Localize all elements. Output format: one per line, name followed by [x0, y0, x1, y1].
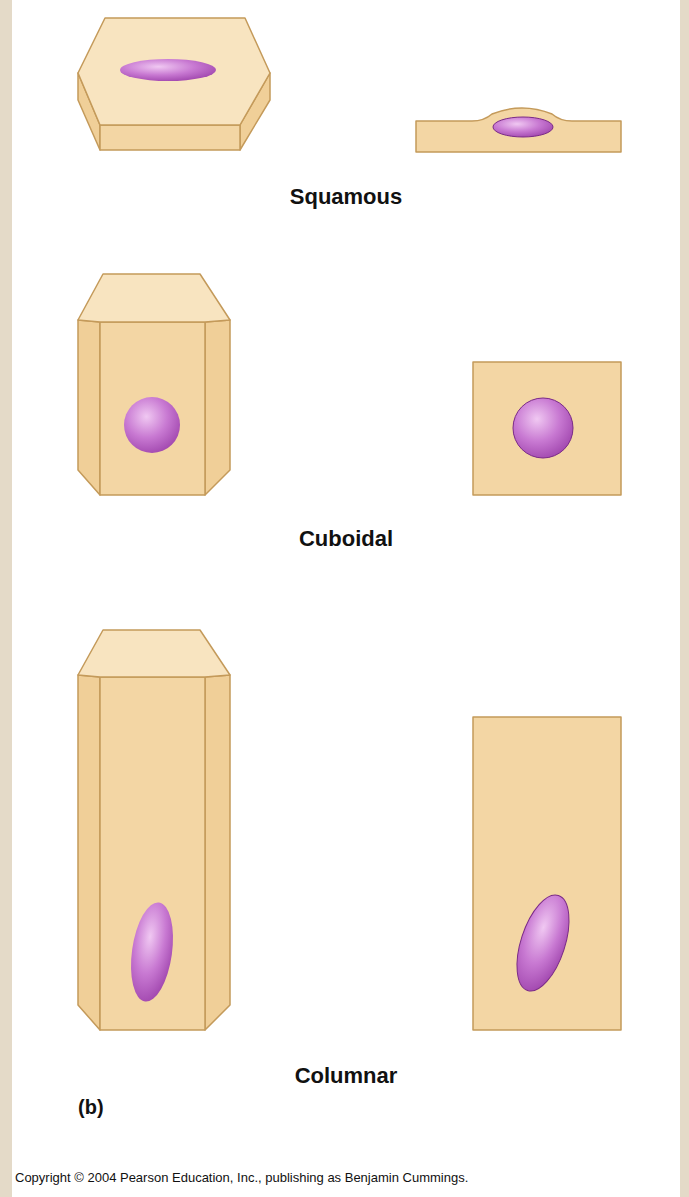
shape-label: Squamous — [290, 184, 402, 210]
shape-label: Columnar — [295, 1063, 398, 1089]
shape-label: Cuboidal — [299, 526, 393, 552]
panel-letter: (b) — [78, 1096, 104, 1119]
copyright-note: Copyright © 2004 Pearson Education, Inc.… — [15, 1170, 468, 1185]
